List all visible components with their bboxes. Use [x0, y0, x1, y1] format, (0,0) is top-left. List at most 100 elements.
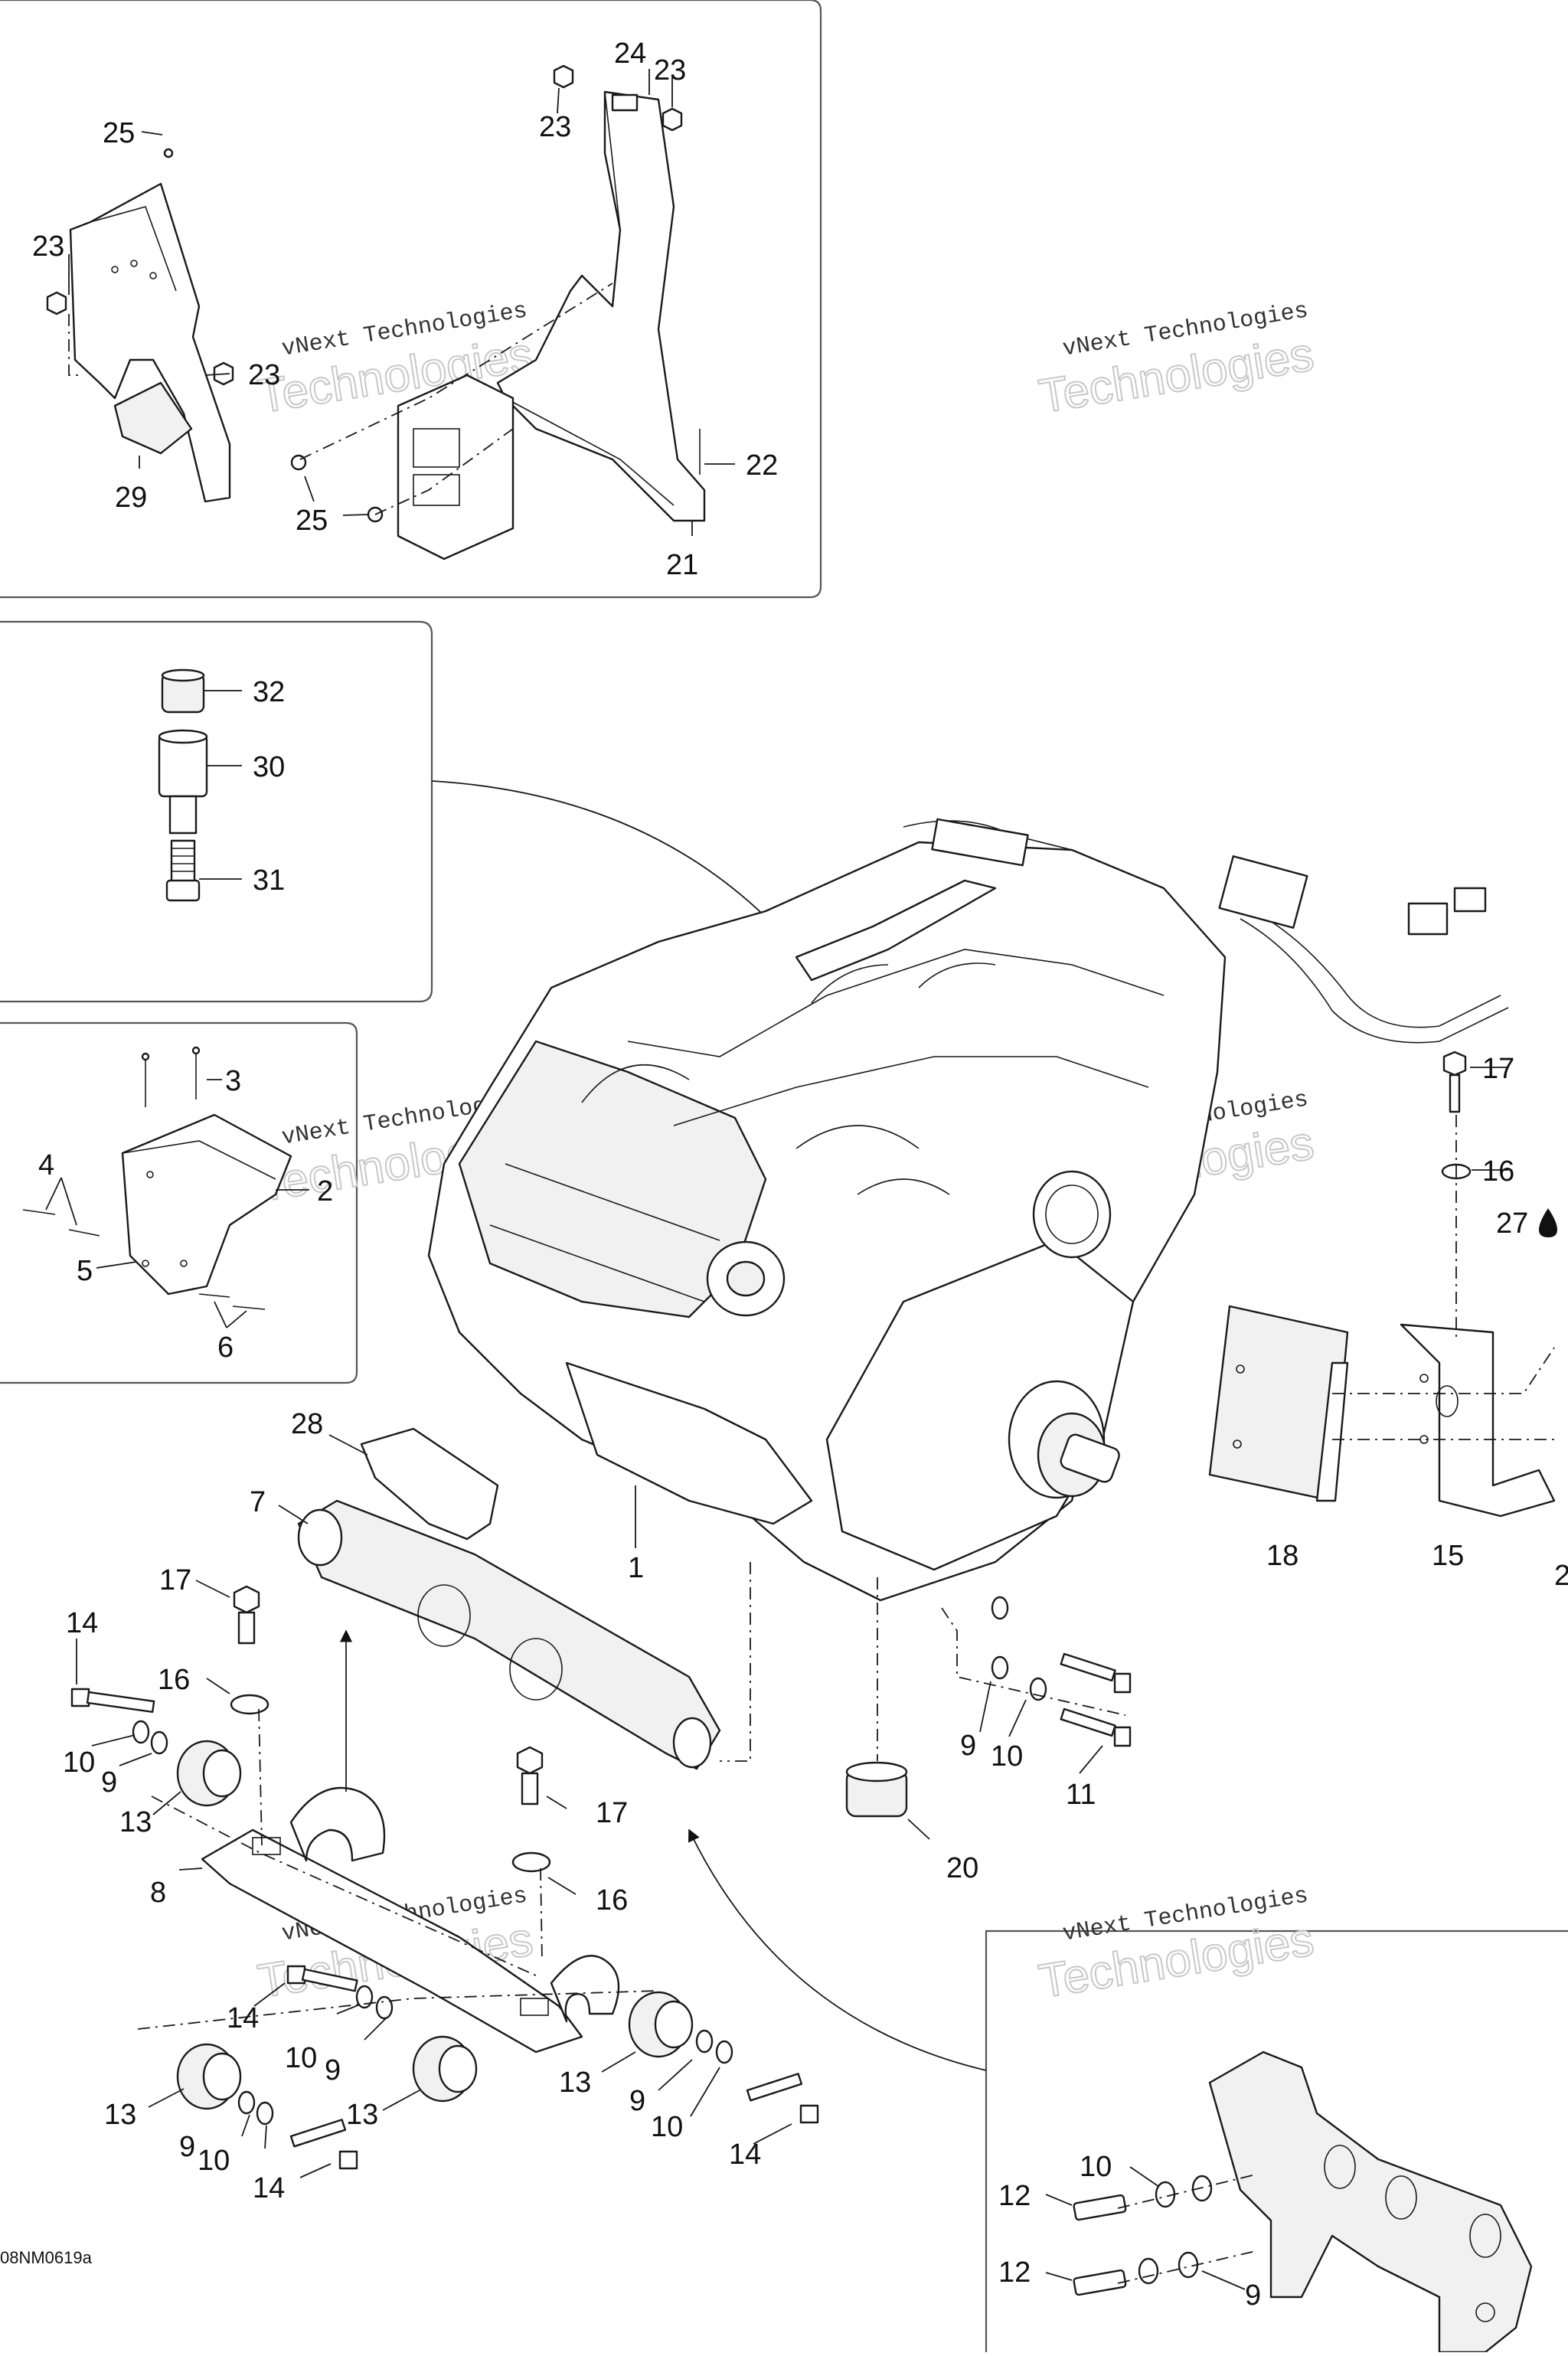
- callout-labels: 25 23 23 29 25 21 22 23 24 23 32 30 31 3…: [32, 38, 1568, 2312]
- callout-14: 14: [253, 2172, 285, 2204]
- heat-shield-2: [121, 1113, 292, 1296]
- bolts-11: [1060, 1652, 1132, 1747]
- callout-9: 9: [629, 2085, 645, 2117]
- inset-frame-bracket: [985, 1930, 1568, 2352]
- callout-17: 17: [159, 1564, 191, 1596]
- engine-mount-bracket-15: [1400, 1323, 1556, 1518]
- callout-10: 10: [991, 1740, 1023, 1773]
- callout-29: 29: [115, 482, 147, 514]
- callout-23: 23: [32, 230, 64, 263]
- callout-4: 4: [38, 1149, 54, 1181]
- callout-9: 9: [960, 1730, 976, 1762]
- callout-13: 13: [346, 2099, 378, 2131]
- callout-13: 13: [119, 1806, 152, 1838]
- callout-14: 14: [66, 1607, 98, 1639]
- callout-2-edge: 2: [1554, 1560, 1568, 1592]
- callout-24: 24: [614, 38, 646, 70]
- callout-16: 16: [158, 1664, 190, 1696]
- lower-plate-8: [201, 1786, 620, 2054]
- top-leaders: [68, 69, 735, 536]
- rubber-mount-13-d: [628, 1991, 694, 2058]
- callout-12: 12: [998, 2180, 1031, 2212]
- callout-14: 14: [227, 2002, 259, 2034]
- inset-frame-heatshield: [0, 1021, 358, 1384]
- rubber-mount-13-c: [412, 2035, 478, 2103]
- callout-10: 10: [1080, 2151, 1112, 2183]
- engine-mount-pad-18: [1208, 1305, 1349, 1502]
- callout-16: 16: [1482, 1155, 1514, 1188]
- drawing-reference-code: 08NM0619a: [0, 2248, 93, 2267]
- callout-32: 32: [253, 676, 285, 708]
- callout-22: 22: [746, 449, 778, 482]
- right-mount-bracket: [496, 90, 706, 522]
- rubber-mount-13-b: [176, 2043, 242, 2110]
- control-module: [397, 374, 514, 560]
- rubber-stop-20: [845, 1761, 908, 1818]
- callout-2: 2: [317, 1175, 333, 1207]
- bolt-17-right: [1442, 1051, 1467, 1113]
- callout-17: 17: [596, 1797, 628, 1829]
- threadlocker-27: [1539, 1208, 1557, 1237]
- callout-1: 1: [628, 1552, 644, 1584]
- bolt-14-d: [746, 2073, 819, 2124]
- callout-23: 23: [539, 111, 571, 143]
- callout-10: 10: [651, 2111, 683, 2143]
- bolt-14-a: [70, 1688, 155, 1714]
- callout-6: 6: [217, 1332, 234, 1364]
- top-hardware: [46, 64, 701, 523]
- inset-frame-top: [0, 0, 822, 599]
- callout-30: 30: [253, 751, 285, 783]
- lower-leaders: [76, 1434, 1126, 2178]
- rubber-cap-32: [161, 668, 205, 714]
- callout-9: 9: [179, 2131, 195, 2163]
- washer-16-b: [511, 1851, 551, 1873]
- callout-5: 5: [77, 1255, 93, 1287]
- bolt-17-b: [516, 1746, 544, 1805]
- bolt-14-c: [289, 2119, 358, 2170]
- callout-15: 15: [1432, 1540, 1464, 1572]
- bracket-hardware: [1073, 2175, 1213, 2296]
- lower-crossmember-7: [297, 1499, 721, 1770]
- callout-9: 9: [1245, 2279, 1261, 2312]
- engine-support-bracket-28: [360, 1427, 499, 1541]
- callout-16: 16: [596, 1884, 628, 1916]
- callout-13: 13: [559, 2067, 591, 2099]
- bolt-31: [165, 839, 201, 902]
- callout-10: 10: [63, 1747, 95, 1779]
- callout-20: 20: [946, 1852, 978, 1884]
- inset-frame-mount: [0, 620, 433, 1003]
- callout-10: 10: [198, 2145, 230, 2177]
- callout-7: 7: [250, 1486, 266, 1518]
- bolt-17-a: [233, 1585, 260, 1645]
- callout-27: 27: [1496, 1207, 1528, 1240]
- spacer-sleeve-30: [158, 729, 208, 835]
- left-cover-bracket: [69, 182, 231, 503]
- callout-3: 3: [225, 1065, 241, 1097]
- rubber-mount-13-a: [176, 1740, 242, 1807]
- callout-10: 10: [285, 2042, 317, 2074]
- callout-11: 11: [1066, 1779, 1096, 1811]
- watermark-f: vNext Technologies Technologies: [1034, 1883, 1318, 2009]
- left-cover-plate-29: [113, 381, 193, 455]
- callout-25: 25: [103, 117, 135, 149]
- callout-12: 12: [998, 2256, 1031, 2289]
- callout-28: 28: [291, 1408, 323, 1440]
- callout-25: 25: [296, 505, 328, 537]
- callout-18: 18: [1266, 1540, 1298, 1572]
- heat-shield-hardware: [22, 1046, 266, 1310]
- engine-assembly-1: [427, 818, 1509, 1602]
- callout-21: 21: [666, 549, 698, 581]
- callout-9: 9: [325, 2054, 341, 2086]
- washer-16-a: [230, 1694, 270, 1715]
- callout-23: 23: [654, 54, 686, 87]
- callout-14: 14: [729, 2139, 761, 2171]
- callout-9: 9: [101, 1766, 117, 1799]
- callout-23: 23: [248, 359, 280, 391]
- bolt-14-b: [286, 1965, 358, 1992]
- watermark-b: vNext Technologies Technologies: [1034, 298, 1318, 424]
- callout-8: 8: [150, 1877, 166, 1909]
- callout-17: 17: [1482, 1053, 1514, 1085]
- callout-31: 31: [253, 864, 285, 897]
